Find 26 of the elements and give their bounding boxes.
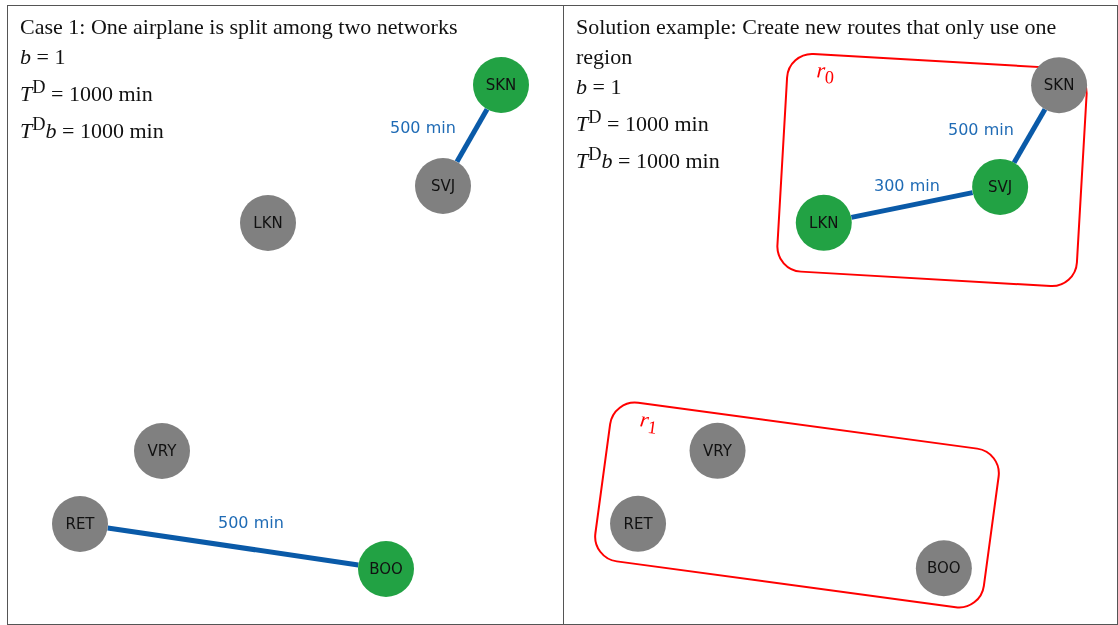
route-line: [850, 190, 974, 220]
airport-node: BOO: [916, 540, 972, 596]
panel-heading: Case 1: One airplane is split among two networks: [20, 13, 458, 41]
region-label: r$_{0}$: [815, 57, 835, 89]
airport-node: VRY: [690, 423, 746, 479]
panel: [563, 5, 1118, 625]
airport-node: SVJ: [972, 159, 1028, 215]
airport-node: RET: [610, 496, 666, 552]
airport-node: LKN: [796, 195, 852, 251]
route-line: [454, 108, 490, 163]
formula: b = 1: [20, 43, 66, 71]
formula: b = 1: [576, 73, 622, 101]
formula: T$^{D}$b = 1000 min: [20, 113, 164, 146]
route-line: [1011, 108, 1048, 164]
formula: T$^{D}$ = 1000 min: [576, 106, 709, 139]
airport-node: VRY: [134, 423, 190, 479]
airport-node: BOO: [358, 541, 414, 597]
route-line: [107, 525, 359, 568]
airport-node: SKN: [1031, 57, 1087, 113]
region-label: r$_{1}$: [637, 406, 660, 439]
airport-node: SKN: [473, 57, 529, 113]
formula: T$^{D}$b = 1000 min: [576, 143, 720, 176]
formula: T$^{D}$ = 1000 min: [20, 76, 153, 109]
airport-node: LKN: [240, 195, 296, 251]
airport-node: SVJ: [415, 158, 471, 214]
airport-node: RET: [52, 496, 108, 552]
